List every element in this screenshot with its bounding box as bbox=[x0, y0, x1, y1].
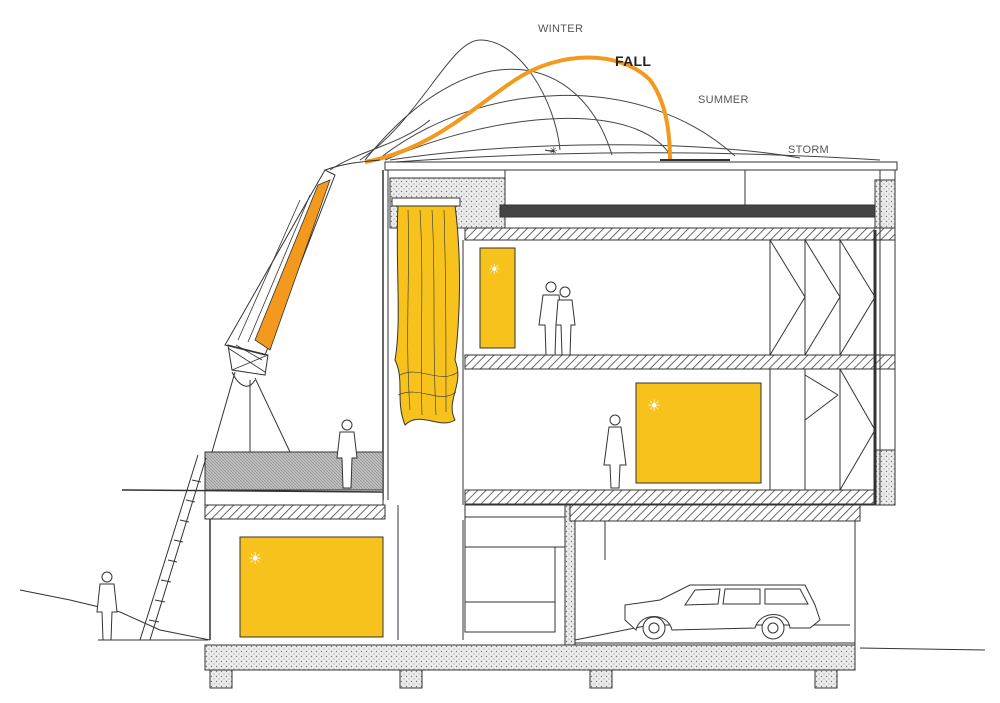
ground-line-right bbox=[859, 647, 986, 651]
window-frame-upper bbox=[769, 239, 876, 356]
foundation bbox=[204, 644, 856, 689]
fall-membrane-curve bbox=[364, 55, 672, 164]
light-panel-upper: ☀ bbox=[479, 247, 516, 349]
hanging-curtain bbox=[394, 204, 461, 426]
fall-label: FALL bbox=[615, 53, 652, 69]
summer-label: SUMMER bbox=[698, 94, 749, 106]
membrane-mast bbox=[211, 159, 381, 453]
storm-label: STORM bbox=[788, 144, 830, 156]
svg-text:✳: ✳ bbox=[549, 146, 557, 157]
ground-line bbox=[19, 589, 211, 641]
person-silhouette bbox=[96, 281, 627, 641]
sun-icon: ☀ bbox=[488, 262, 501, 278]
sun-icon: ☀ bbox=[647, 396, 661, 415]
exterior-ladder bbox=[98, 454, 208, 641]
light-panel-middle: ☀ bbox=[635, 382, 762, 484]
car-silhouette bbox=[624, 584, 821, 640]
window-frame-lower bbox=[769, 368, 876, 491]
winter-membrane-curve bbox=[329, 119, 431, 171]
sun-icon: ☀ bbox=[248, 549, 262, 568]
winter-label: WINTER bbox=[538, 23, 584, 35]
light-panel-lower: ☀ bbox=[239, 536, 384, 638]
roof-membrane-curves bbox=[359, 39, 881, 163]
